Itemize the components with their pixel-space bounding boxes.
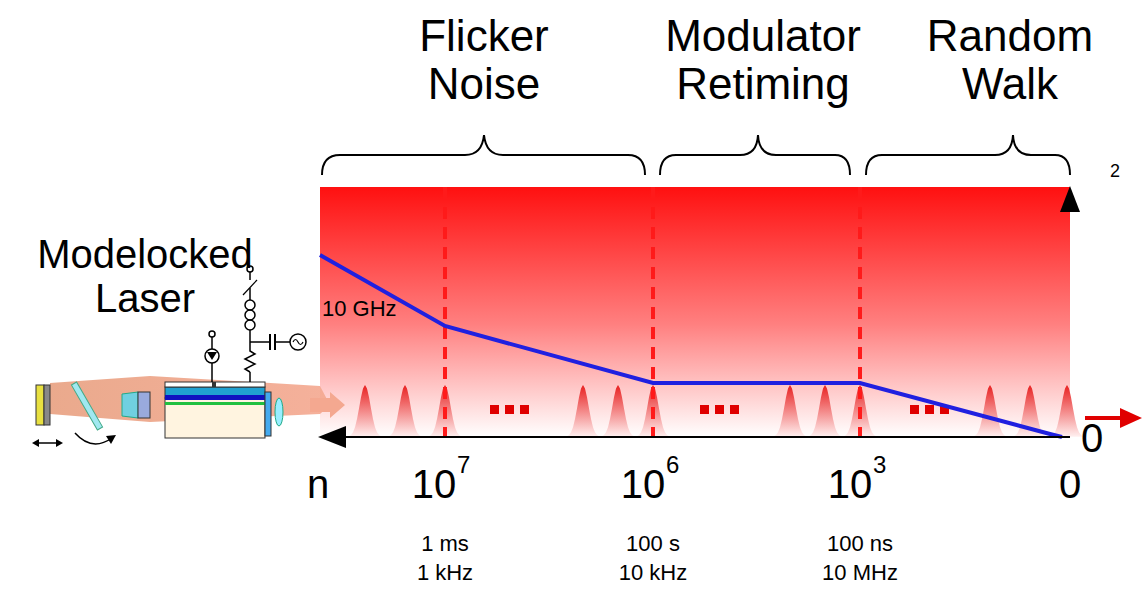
pulse bbox=[772, 385, 808, 437]
time-label: 100 ns bbox=[827, 532, 893, 556]
pulse-train bbox=[347, 385, 1085, 437]
region-label: Flicker Noise bbox=[419, 12, 549, 109]
pulse bbox=[1049, 385, 1085, 437]
time-arrow bbox=[1120, 408, 1142, 428]
axis-label: n bbox=[307, 462, 329, 506]
ellipsis-dots bbox=[490, 405, 949, 414]
axis-arrow bbox=[318, 426, 346, 448]
axis-tick: 0 bbox=[1059, 462, 1081, 506]
pulse bbox=[565, 385, 601, 437]
time-label: 1 ms bbox=[421, 532, 469, 556]
axis-tick: 0 bbox=[1081, 416, 1103, 460]
frequency-label: 10 MHz bbox=[822, 561, 898, 585]
pulse bbox=[807, 385, 843, 437]
axis-tick: 10 bbox=[412, 462, 457, 506]
brace bbox=[322, 135, 1070, 175]
device-label: Modelocked Laser bbox=[37, 232, 253, 320]
tick-exponent: 7 bbox=[457, 452, 470, 478]
pulse bbox=[387, 385, 423, 437]
axis-exponent: 2 bbox=[1110, 162, 1120, 182]
axis-arrow bbox=[1060, 186, 1080, 212]
tick-exponent: 3 bbox=[873, 452, 886, 478]
time-label: 100 s bbox=[626, 532, 680, 556]
region-label: Random Walk bbox=[927, 12, 1093, 109]
plot-area bbox=[320, 187, 1070, 437]
axis-tick: 10 bbox=[621, 462, 666, 506]
dashed-marker bbox=[445, 187, 860, 437]
frequency-label: 1 kHz bbox=[417, 561, 473, 585]
frequency-label: 10 kHz bbox=[619, 561, 687, 585]
frequency-label: 10 GHz bbox=[322, 297, 397, 321]
pulse bbox=[972, 385, 1008, 437]
pulse bbox=[600, 385, 636, 437]
region-label: Modulator Retiming bbox=[665, 12, 861, 109]
pulse bbox=[347, 385, 383, 437]
tick-exponent: 6 bbox=[666, 452, 679, 478]
jitter-curve bbox=[320, 255, 1062, 437]
x-axis bbox=[335, 436, 1070, 438]
axis-tick: 10 bbox=[828, 462, 873, 506]
